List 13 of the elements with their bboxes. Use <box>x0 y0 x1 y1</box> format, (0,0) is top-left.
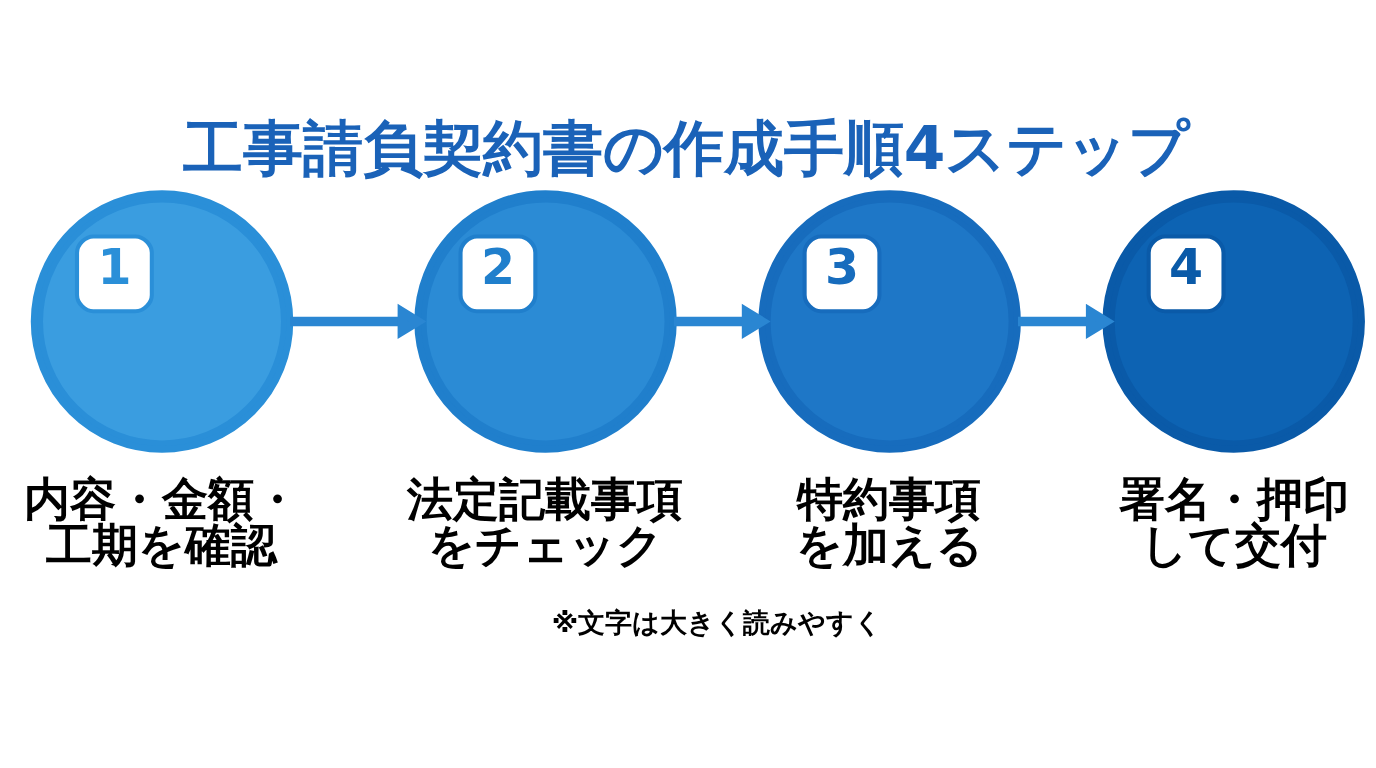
node-circle: 3 <box>758 190 1021 453</box>
node-circle: 1 <box>30 190 294 453</box>
node-circle: 4 <box>1102 190 1365 453</box>
arrow <box>1018 303 1115 340</box>
node-label: 法定記載事項をチェック <box>407 471 684 573</box>
node-circle: 2 <box>414 190 677 453</box>
label: ※文字は大きく読みやすく <box>551 606 883 638</box>
node-label: 署名・押印して交付 <box>1118 471 1349 573</box>
arrow <box>290 303 427 340</box>
diagram-title: 工事請負契約書の作成手順4ステップ <box>182 113 1190 184</box>
node-label: 内容・金額・工期を確認 <box>23 471 300 573</box>
node-label: 特約事項を加える <box>795 471 983 573</box>
arrow <box>673 303 771 340</box>
